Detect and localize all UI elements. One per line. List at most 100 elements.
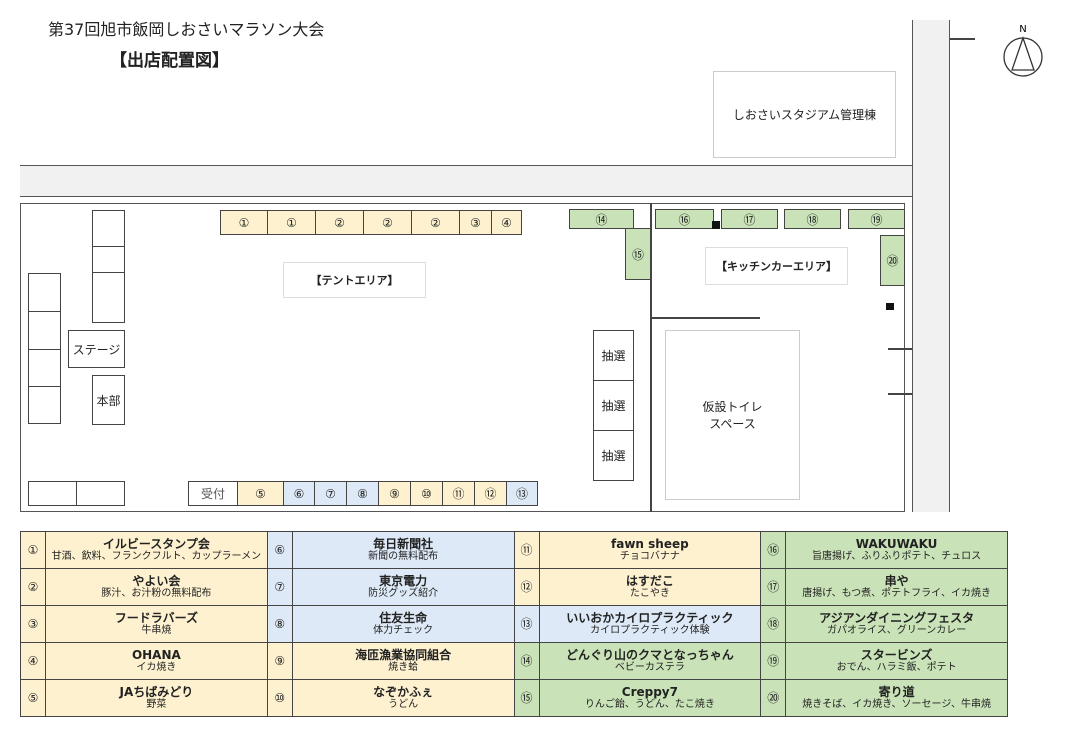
vendor-name: やよい会 [132, 573, 181, 588]
vendor-items: 旨唐揚げ、ふりふりポテト、チュロス [812, 551, 982, 563]
vendor-name: どんぐり山のクマとなっちゃん [566, 647, 734, 662]
vendor-items: 野菜 [146, 699, 167, 711]
vendor-name: はすだこ [625, 573, 674, 588]
vendor-name: 串や [884, 573, 909, 588]
headquarters: 本部 [92, 375, 125, 425]
vendor-items: チョコバナナ [619, 551, 680, 563]
booth[interactable]: ⑥ [283, 481, 315, 506]
divider [650, 317, 760, 319]
vendor-name: アジアンダイニングフェスタ [819, 610, 975, 625]
vendor-number: ⑪ [513, 531, 540, 569]
booth[interactable]: ⑨ [378, 481, 411, 506]
vendor-number: ⑨ [266, 642, 293, 680]
booth[interactable]: ⑬ [506, 481, 538, 506]
booth[interactable]: ② [363, 210, 412, 235]
booth[interactable]: ⑱ [784, 209, 841, 229]
booth[interactable]: ⑰ [721, 209, 778, 229]
booth[interactable]: ⑦ [314, 481, 347, 506]
vendor-cell: どんぐり山のクマとなっちゃんベビーカステラ [538, 642, 762, 680]
stadium-building: しおさいスタジアム管理棟 [713, 71, 896, 158]
booth[interactable]: ③ [459, 210, 492, 235]
marker [886, 303, 894, 310]
vendor-items: ガパオライス、グリーンカレー [827, 625, 967, 637]
lottery-booth: 抽選 [593, 430, 634, 481]
vendor-items: おでん、ハラミ飯、ポテト [836, 662, 957, 674]
booth[interactable]: ⑮ [625, 228, 651, 280]
vendor-items: イカ焼き [136, 662, 177, 674]
vendor-number: ④ [20, 642, 46, 680]
booth[interactable]: ⑪ [442, 481, 475, 506]
booth[interactable]: ⑳ [880, 235, 905, 286]
vendor-name: fawn sheep [611, 536, 689, 551]
vendor-name: JAちばみどり [119, 684, 194, 699]
booth[interactable]: ⑯ [655, 209, 714, 229]
facility-box [76, 481, 125, 506]
vendor-number: ⑥ [266, 531, 293, 569]
booth[interactable]: ⑩ [410, 481, 443, 506]
vendor-cell: フードラバーズ牛串焼 [45, 605, 268, 643]
vendor-name: 東京電力 [379, 573, 428, 588]
vendor-number: ① [20, 531, 46, 569]
vendor-cell: アジアンダイニングフェスタガパオライス、グリーンカレー [785, 605, 1008, 643]
booth[interactable]: ⑫ [474, 481, 507, 506]
vendor-items: りんご飴、うどん、たこ焼き [584, 699, 715, 711]
divider [650, 203, 652, 512]
booth[interactable]: ⑤ [237, 481, 284, 506]
reception: 受付 [188, 481, 238, 506]
lottery-booth: 抽選 [593, 330, 634, 381]
event-title: 第37回旭市飯岡しおさいマラソン大会 [48, 20, 325, 39]
vendor-number: ③ [20, 605, 46, 643]
vendor-number: ⑫ [513, 568, 540, 606]
facility-box [92, 272, 125, 323]
vendor-number: ② [20, 568, 46, 606]
vendor-number: ⑲ [760, 642, 787, 680]
facility-box [92, 210, 125, 247]
booth[interactable]: ⑲ [848, 209, 905, 229]
vendor-cell: スタービンズおでん、ハラミ飯、ポテト [785, 642, 1008, 680]
booth[interactable]: ② [411, 210, 460, 235]
booth[interactable]: ⑧ [346, 481, 379, 506]
vendor-number: ⑬ [513, 605, 540, 643]
booth[interactable]: ① [220, 210, 268, 235]
booth[interactable]: ④ [491, 210, 522, 235]
vendor-items: 焼きそば、イカ焼き、ソーセージ、牛串焼 [802, 699, 992, 711]
toilet-label: スペース [709, 417, 756, 431]
vendor-name: OHANA [131, 647, 181, 662]
vendor-items: 体力チェック [373, 625, 434, 637]
map-title: 【出店配置図】 [110, 51, 229, 71]
booth[interactable]: ② [315, 210, 364, 235]
vendor-name: Creppy7 [621, 684, 678, 699]
tent-area-label: 【テントエリア】 [283, 262, 426, 298]
vendor-name: スタービンズ [860, 647, 933, 662]
vendor-number: ⑦ [266, 568, 293, 606]
vendor-cell: なぞかふぇうどん [291, 679, 515, 717]
vendor-items: 焼き蛤 [388, 662, 419, 674]
booth[interactable]: ⑭ [569, 209, 634, 229]
vendor-items: カイロプラクティック体験 [590, 625, 710, 637]
vendor-cell: はすだこたこやき [538, 568, 762, 606]
facility-box [28, 386, 61, 424]
vendor-number: ⑧ [266, 605, 293, 643]
vendor-name: WAKUWAKU [855, 536, 938, 551]
road-horizontal [20, 165, 912, 197]
vendor-number: ⑱ [760, 605, 787, 643]
vendor-cell: 串や唐揚げ、もつ煮、ポテトフライ、イカ焼き [785, 568, 1008, 606]
vendor-number: ⑰ [760, 568, 787, 606]
venue-area [20, 203, 905, 512]
vendor-items: 新聞の無料配布 [368, 551, 439, 563]
booth[interactable]: ① [267, 210, 316, 235]
north-label: N [1019, 24, 1026, 35]
road-vertical [912, 20, 950, 512]
north-arrow-icon: N [1003, 20, 1043, 80]
wall-line [888, 348, 912, 350]
vendor-name: 住友生命 [379, 610, 428, 625]
facility-box [28, 349, 61, 387]
stage: ステージ [68, 330, 125, 368]
vendor-number: ⑤ [20, 679, 46, 717]
